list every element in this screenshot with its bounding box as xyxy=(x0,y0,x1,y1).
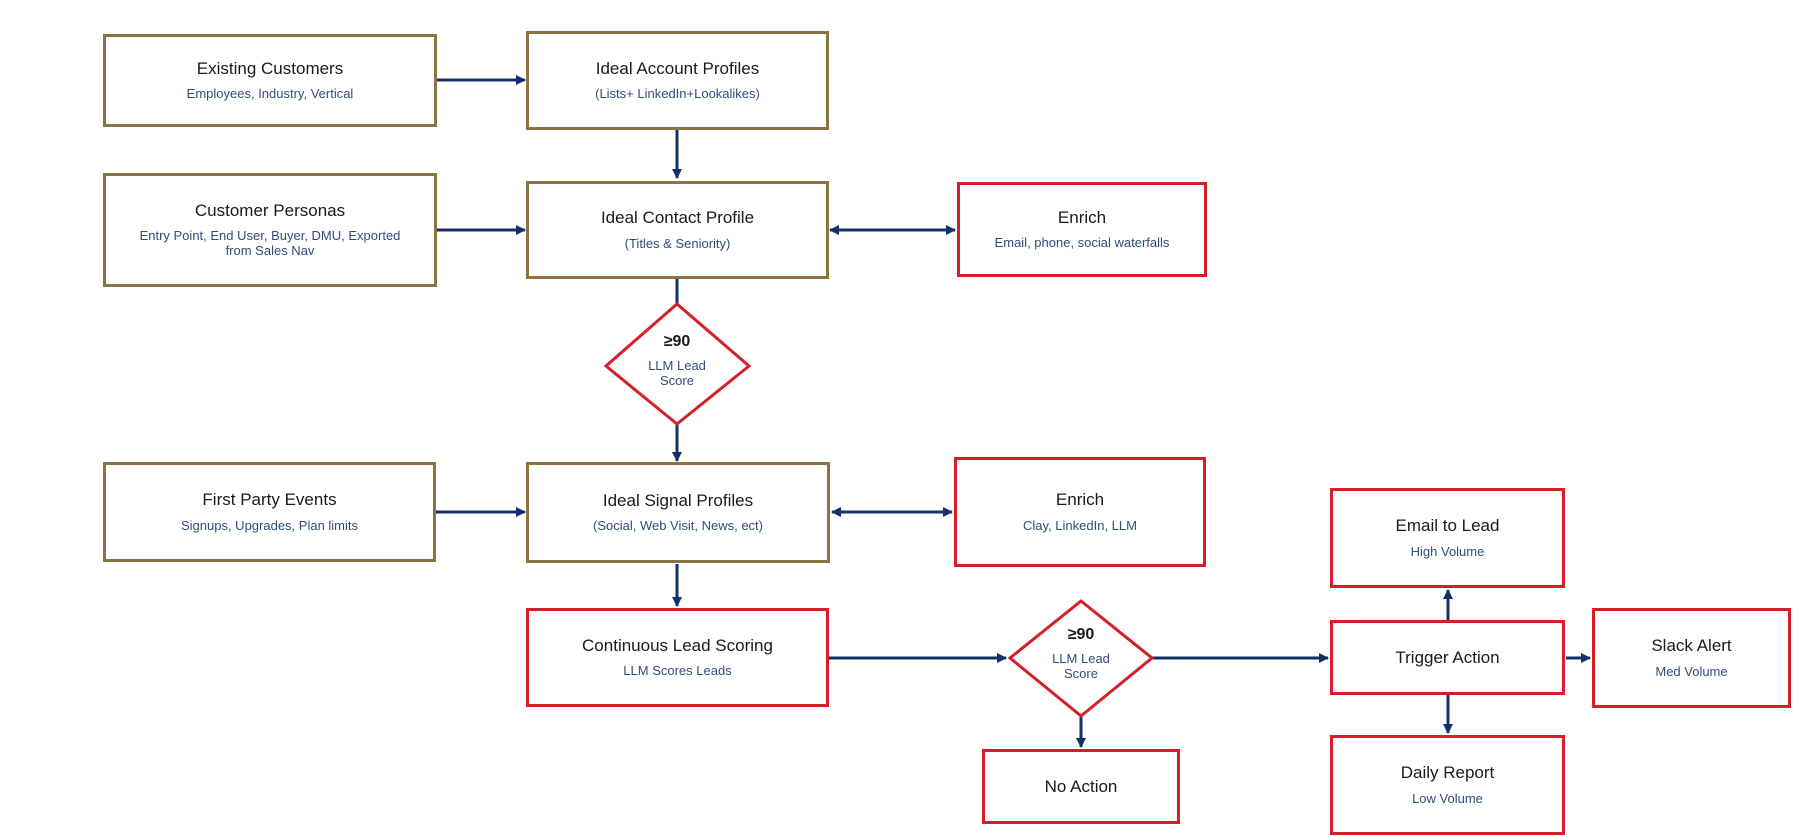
decision-diamond-contact-score xyxy=(603,302,752,426)
node-slack-alert: Slack Alert Med Volume xyxy=(1592,608,1791,708)
decision-label-line: Score xyxy=(1064,665,1098,681)
node-title: Email to Lead xyxy=(1395,516,1500,536)
node-subtitle: Signups, Upgrades, Plan limits xyxy=(180,517,359,533)
node-customer-personas: Customer Personas Entry Point, End User,… xyxy=(103,173,437,287)
node-title: First Party Events xyxy=(202,490,337,510)
node-ideal-signal-profiles: Ideal Signal Profiles (Social, Web Visit… xyxy=(526,462,830,563)
node-ideal-contact-profile: Ideal Contact Profile (Titles & Seniorit… xyxy=(526,181,829,279)
node-subtitle: LLM Scores Leads xyxy=(623,663,732,679)
decision-label: LLM Lead Score xyxy=(1021,651,1141,682)
decision-threshold: ≥90 xyxy=(1067,626,1095,643)
decision-diamond-lead-score xyxy=(1007,599,1155,718)
node-subtitle: Entry Point, End User, Buyer, DMU, Expor… xyxy=(130,228,411,259)
node-subtitle-line: Entry Point, End User, Buyer, DMU, Expor… xyxy=(139,228,401,244)
node-ideal-account-profiles: Ideal Account Profiles (Lists+ LinkedIn+… xyxy=(526,31,829,130)
decision-label-line: LLM Lead xyxy=(648,358,706,373)
node-subtitle: Low Volume xyxy=(1412,790,1483,806)
node-first-party-events: First Party Events Signups, Upgrades, Pl… xyxy=(103,462,436,562)
node-no-action: No Action xyxy=(982,749,1180,824)
node-title: Ideal Account Profiles xyxy=(595,58,760,78)
node-subtitle: Clay, LinkedIn, LLM xyxy=(1023,517,1137,533)
node-existing-customers: Existing Customers Employees, Industry, … xyxy=(103,34,437,127)
node-subtitle: Employees, Industry, Vertical xyxy=(186,86,354,102)
node-subtitle-line: from Sales Nav xyxy=(225,243,315,259)
node-enrich-signal: Enrich Clay, LinkedIn, LLM xyxy=(954,457,1206,567)
node-subtitle: Med Volume xyxy=(1655,663,1728,679)
decision-contact-score: ≥90 LLM Lead Score xyxy=(617,333,737,389)
node-subtitle: (Social, Web Visit, News, ect) xyxy=(592,518,763,534)
decision-lead-score: ≥90 LLM Lead Score xyxy=(1021,626,1141,682)
node-continuous-lead-scoring: Continuous Lead Scoring LLM Scores Leads xyxy=(526,608,829,707)
node-title: Trigger Action xyxy=(1395,647,1500,667)
node-trigger-action: Trigger Action xyxy=(1330,620,1565,695)
node-title: Ideal Signal Profiles xyxy=(602,490,754,510)
node-subtitle: (Lists+ LinkedIn+Lookalikes) xyxy=(595,86,760,102)
node-title: Enrich xyxy=(1057,207,1107,227)
decision-label: LLM Lead Score xyxy=(617,358,737,389)
node-title: Existing Customers xyxy=(196,58,344,78)
node-subtitle: High Volume xyxy=(1410,543,1485,559)
node-email-to-lead: Email to Lead High Volume xyxy=(1330,488,1565,588)
node-title: Ideal Contact Profile xyxy=(600,208,755,228)
node-subtitle: Email, phone, social waterfalls xyxy=(994,235,1170,251)
node-subtitle: (Titles & Seniority) xyxy=(624,235,731,251)
node-title: Continuous Lead Scoring xyxy=(582,635,773,655)
decision-label-line: Score xyxy=(660,372,694,388)
node-enrich-contact: Enrich Email, phone, social waterfalls xyxy=(957,182,1207,277)
node-title: Slack Alert xyxy=(1651,636,1732,656)
node-title: Daily Report xyxy=(1400,763,1495,783)
node-title: Enrich xyxy=(1055,490,1105,510)
node-daily-report: Daily Report Low Volume xyxy=(1330,735,1565,835)
node-title: Customer Personas xyxy=(194,200,346,220)
decision-label-line: LLM Lead xyxy=(1052,651,1110,666)
decision-threshold: ≥90 xyxy=(663,333,691,350)
node-title: No Action xyxy=(1044,776,1118,796)
